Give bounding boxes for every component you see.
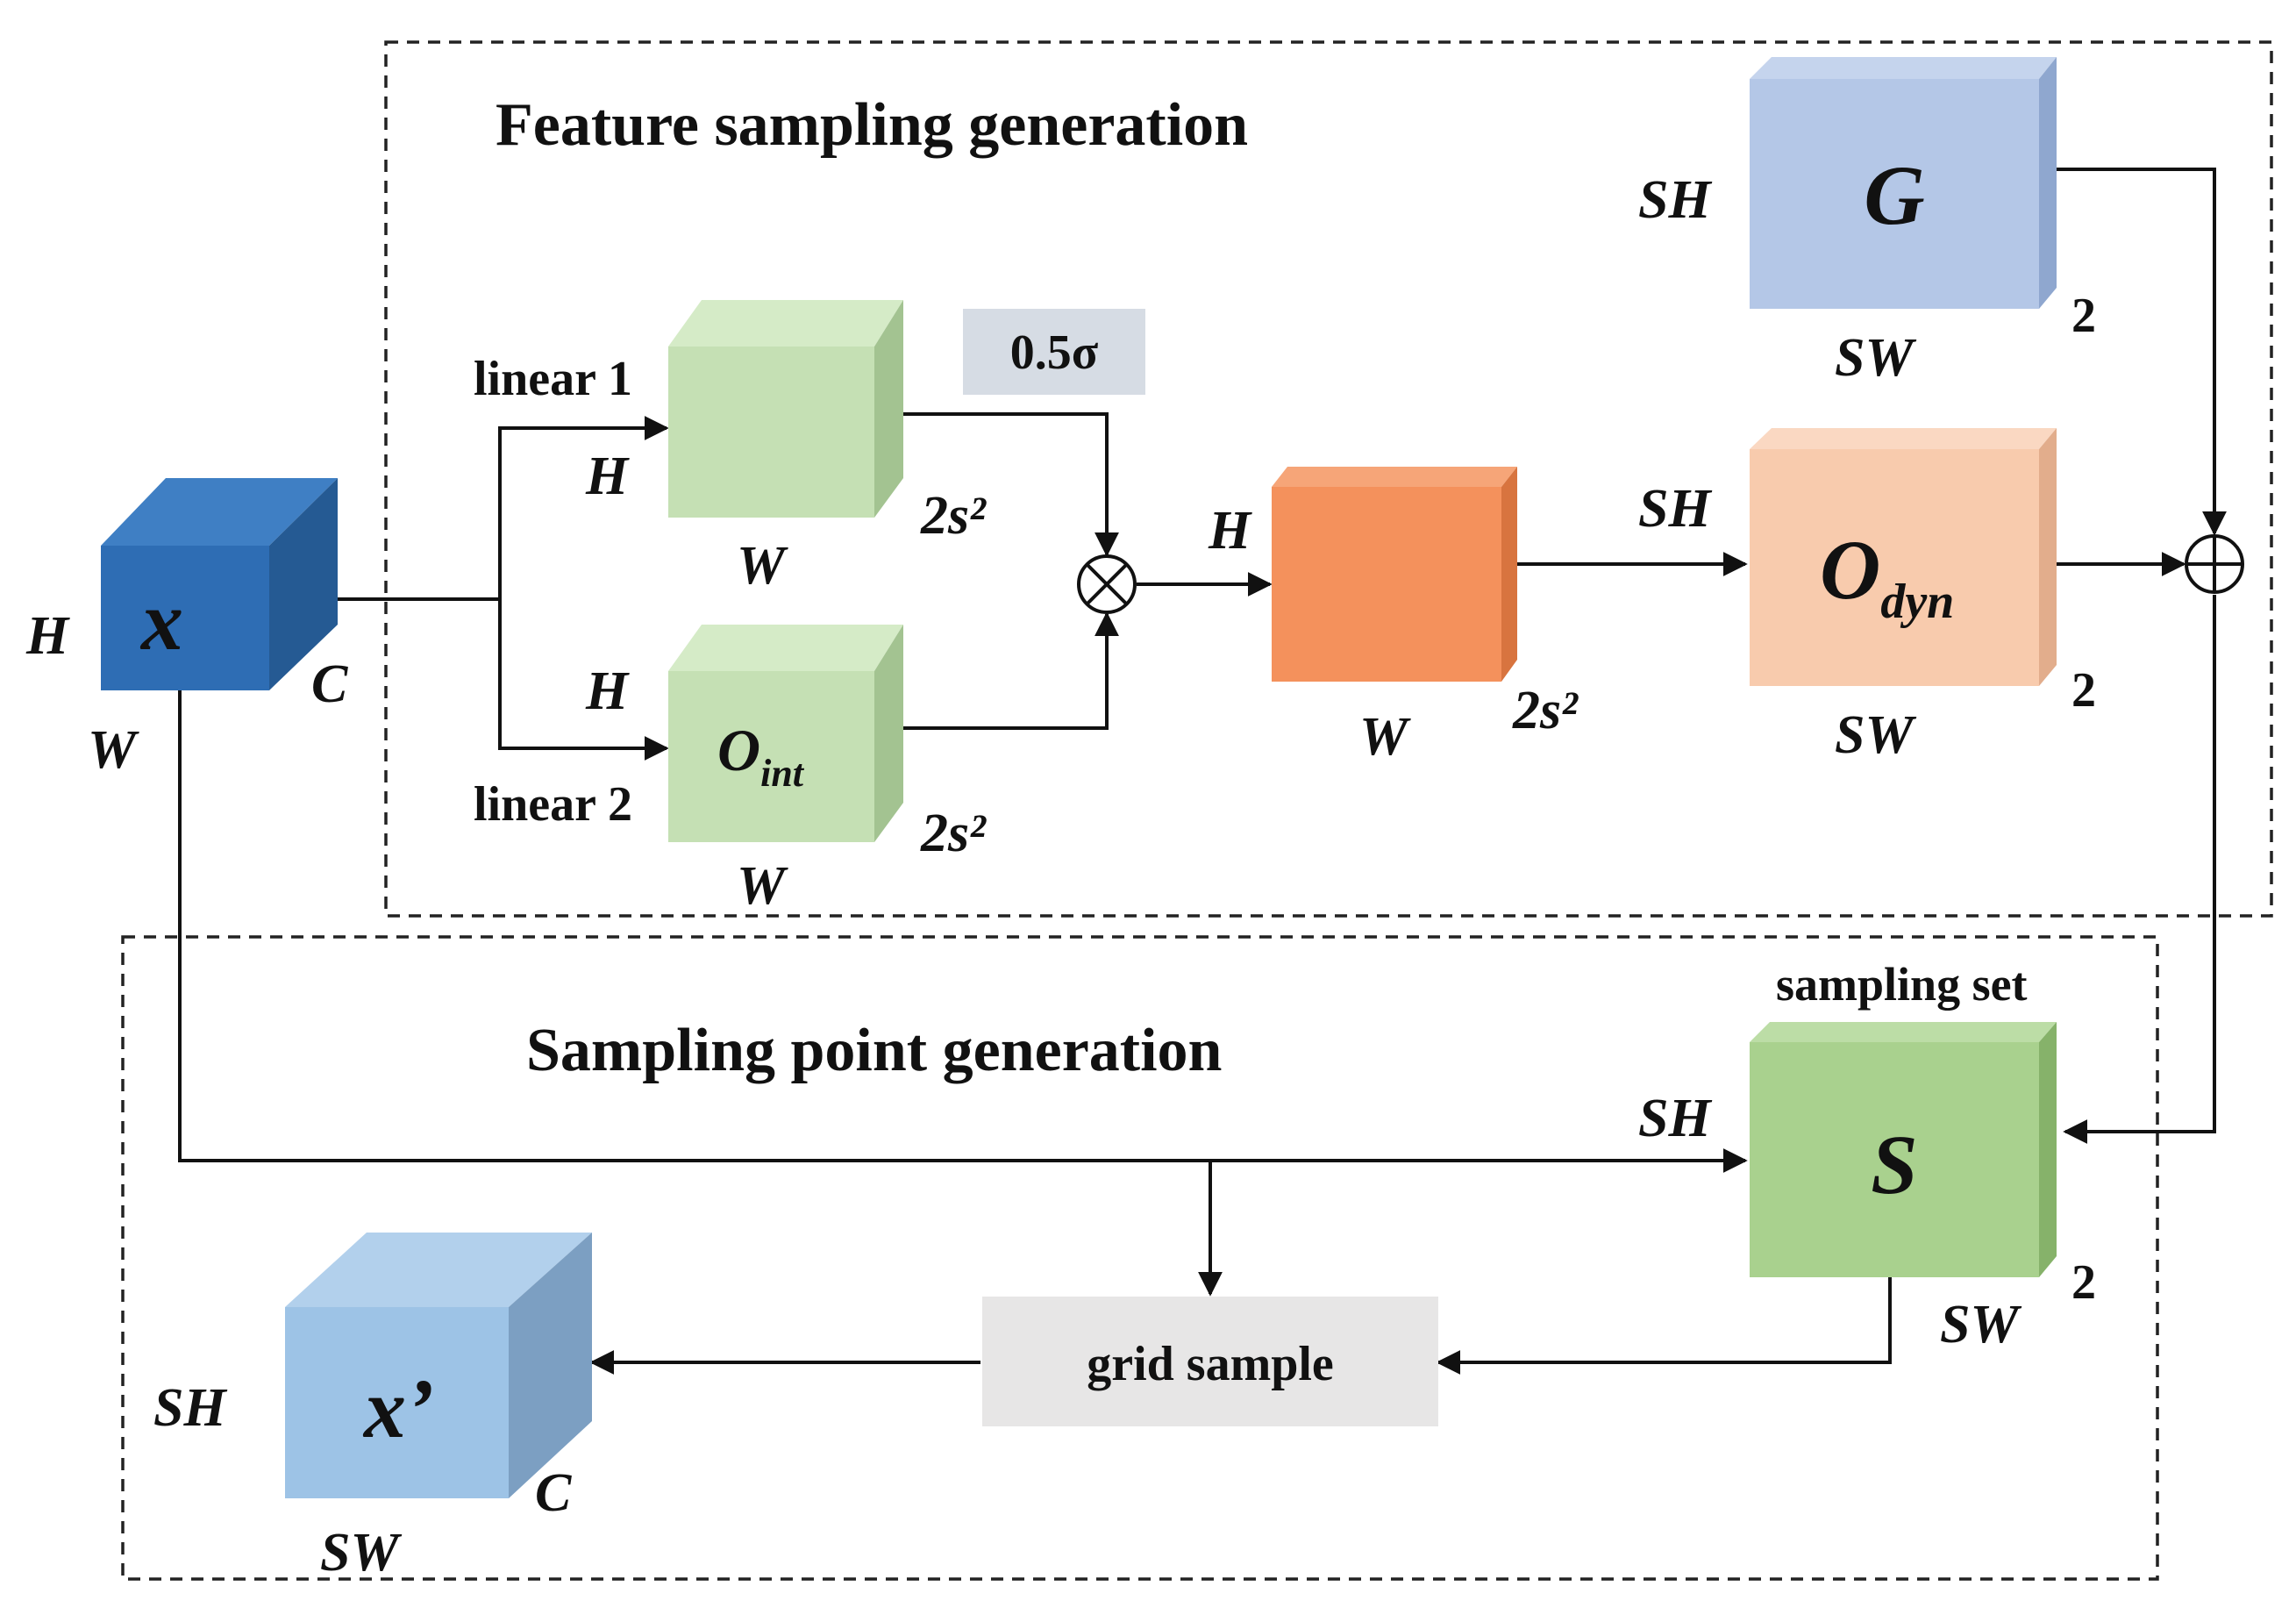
arrow-linear1 — [498, 416, 669, 599]
s-c-label: 2 — [2071, 1255, 2096, 1310]
orange-h-label: H — [1208, 501, 1252, 561]
linear2-c-label: 2s² — [920, 804, 987, 863]
output-h-label: SH — [153, 1378, 227, 1438]
orange-cube — [1272, 467, 1517, 682]
g-w-label: SW — [1835, 328, 1916, 388]
orange-c-label: 2s² — [1512, 681, 1579, 740]
s-cube: S — [1750, 1022, 2057, 1277]
output-cube: x’ — [285, 1233, 592, 1498]
arrow-s-to-grid — [1436, 1276, 1892, 1375]
odyn-label: Odyn — [1820, 523, 1954, 629]
odyn-c-label: 2 — [2071, 663, 2096, 718]
sigma-box — [963, 309, 1145, 395]
linear2-label: linear 2 — [474, 777, 632, 832]
linear1-cube — [668, 300, 903, 518]
arrow-oint-to-multiply — [903, 611, 1119, 730]
oint-label: Oint — [717, 717, 805, 795]
arrow-g-to-add — [2057, 168, 2227, 536]
feature-sampling-region — [384, 40, 2273, 918]
arrow-linear1-to-multiply — [903, 412, 1119, 557]
multiply-operator — [1077, 554, 1137, 614]
orange-w-label: W — [1359, 707, 1411, 767]
grid-sample-box — [982, 1297, 1438, 1426]
linear1-label: linear 1 — [474, 352, 632, 406]
linear2-h-label: H — [585, 661, 630, 721]
sampling-point-title: Sampling point generation — [526, 1017, 1222, 1084]
input-c-label: C — [311, 654, 348, 714]
input-h-label: H — [25, 606, 70, 666]
sampling-point-region — [121, 935, 2159, 1581]
output-c-label: C — [535, 1463, 572, 1523]
linear1-h-label: H — [585, 447, 630, 506]
arrow-linear2 — [498, 599, 669, 761]
arrow-add-to-s — [2063, 595, 2216, 1144]
sigma-label: 0.5σ — [1010, 325, 1099, 380]
sampling-set-label: sampling set — [1776, 958, 2028, 1011]
input-cube-label: x — [139, 574, 183, 668]
odyn-h-label: SH — [1638, 479, 1712, 539]
grid-sample-label: grid sample — [1087, 1337, 1334, 1391]
input-cube: x — [101, 478, 338, 690]
output-w-label: SW — [320, 1523, 402, 1583]
odyn-cube: Odyn — [1750, 428, 2057, 686]
s-w-label: SW — [1940, 1295, 2021, 1354]
odyn-w-label: SW — [1835, 705, 1916, 765]
g-c-label: 2 — [2071, 289, 2096, 343]
oint-cube: Oint — [668, 625, 903, 842]
s-h-label: SH — [1638, 1089, 1712, 1148]
feature-sampling-title: Feature sampling generation — [496, 91, 1248, 159]
linear1-c-label: 2s² — [920, 486, 987, 546]
g-cube: G — [1750, 57, 2057, 309]
linear1-w-label: W — [737, 536, 788, 596]
arrow-x-to-s — [178, 689, 1748, 1173]
add-operator — [2185, 534, 2244, 594]
output-cube-label: x’ — [362, 1361, 434, 1455]
g-h-label: SH — [1638, 170, 1712, 230]
input-w-label: W — [88, 720, 139, 780]
g-label: G — [1864, 148, 1924, 242]
s-label: S — [1871, 1118, 1917, 1211]
linear2-w-label: W — [737, 856, 788, 916]
